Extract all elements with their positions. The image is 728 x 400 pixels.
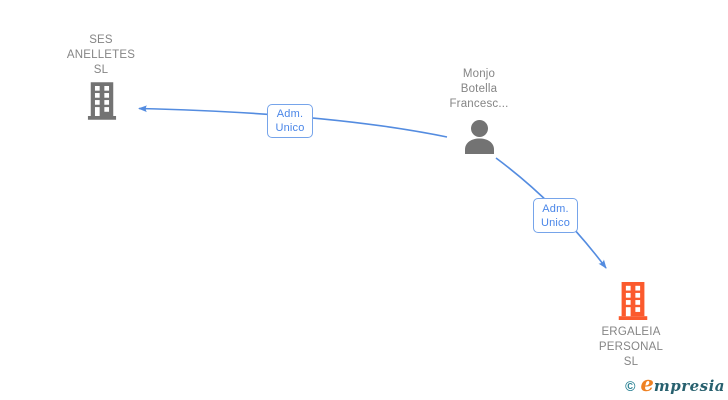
node-label-line: Francesc...: [449, 98, 509, 110]
node-label-line: Botella: [460, 83, 498, 95]
copyright-icon: ©: [625, 378, 636, 394]
building-icon: [618, 282, 648, 320]
node-label-line: SL: [623, 356, 639, 368]
node-label: Monjo Botella Francesc...: [418, 67, 540, 112]
node-label: SES ANELLETES SL: [40, 33, 162, 78]
edge-label-line: Unico: [275, 122, 305, 134]
edge-label-line: Adm.: [542, 202, 569, 215]
node-label-line: ERGALEIA: [601, 326, 661, 338]
empresia-logo: empresia: [640, 371, 725, 396]
node-label: ERGALEIA PERSONAL SL: [570, 325, 692, 370]
node-label-line: SES: [89, 34, 113, 46]
logo-initial: e: [640, 371, 654, 396]
empresia-watermark: © empresia: [625, 371, 725, 396]
building-icon: [87, 82, 117, 120]
edge-label-adm-unico-ses[interactable]: Adm. Unico: [267, 104, 313, 138]
edge-label-adm-unico-ergaleia[interactable]: Adm. Unico: [533, 198, 578, 233]
edge-label-line: Unico: [540, 216, 571, 229]
node-label-line: ANELLETES: [66, 49, 136, 61]
person-icon: [465, 120, 494, 154]
node-label-line: SL: [93, 64, 109, 76]
node-label-line: Monjo: [462, 68, 496, 80]
logo-text: mpresia: [653, 377, 725, 395]
edge-label-line: Adm.: [276, 108, 304, 120]
node-label-line: PERSONAL: [598, 341, 664, 353]
